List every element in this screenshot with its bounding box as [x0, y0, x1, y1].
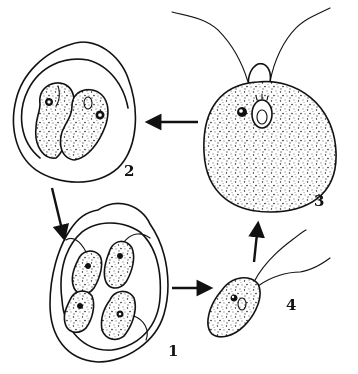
label-stage-3: 3: [314, 192, 324, 210]
stage-1-cyst: [50, 203, 168, 362]
arrow-2-to-1: [52, 188, 64, 238]
stage-4-cell: [208, 230, 330, 337]
label-stage-4: 4: [286, 296, 296, 314]
stage-2-cyst: [13, 42, 135, 182]
label-stage-1: 1: [168, 342, 178, 360]
stage-3-cell: [172, 8, 336, 212]
stage-1-cell-d: [101, 291, 147, 340]
label-stage-2: 2: [124, 162, 134, 180]
stage-1-cell-c: [64, 291, 93, 332]
stage-1-cell-a: [66, 239, 102, 295]
stage-1-cell-b: [104, 234, 150, 288]
arrow-4-to-3: [254, 224, 258, 262]
